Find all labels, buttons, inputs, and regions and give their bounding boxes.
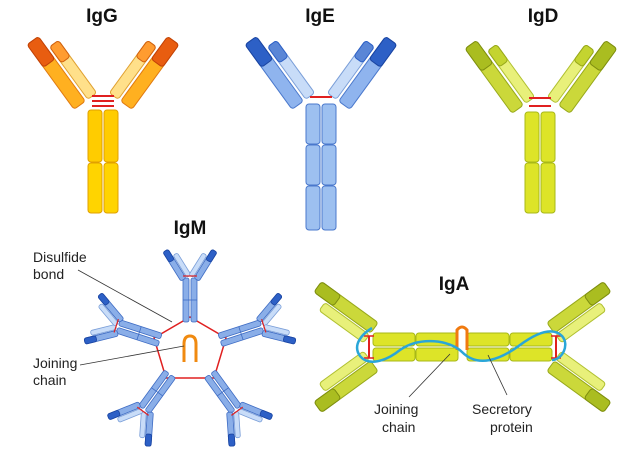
igd-left-arm (465, 41, 535, 113)
iga-title: IgA (439, 274, 470, 295)
secretory-label-line2: protein (490, 419, 533, 435)
iga-left-monomer (314, 282, 459, 412)
ige-left-arm (245, 37, 315, 109)
iga-secretory-protein (355, 326, 567, 363)
igd-title: IgD (528, 6, 559, 27)
igm-labels: Disulfide bond Joining chain (33, 249, 185, 388)
igd-right-arm (547, 41, 617, 113)
igm-monomer-5 (78, 290, 169, 367)
igd-disulfide-bonds (529, 97, 551, 107)
igg-right-arm (109, 37, 179, 109)
iga-joining-label-line2: chain (382, 419, 415, 435)
ige-title: IgE (305, 6, 335, 27)
disulfide-leader-line (77, 269, 173, 323)
igd-antibody: IgD (465, 6, 617, 214)
igm-joining-leader-line (79, 345, 185, 366)
igg-title: IgG (86, 6, 118, 27)
igm-monomer-2 (211, 290, 302, 367)
disulfide-label-line1: Disulfide (33, 249, 87, 265)
iga-labels: Joining chain Secretory protein (374, 353, 533, 435)
ige-antibody: IgE (245, 6, 397, 231)
secretory-label-line1: Secretory (472, 401, 532, 417)
igg-disulfide-bonds (92, 95, 114, 107)
igm-joining-label-line1: Joining (33, 355, 77, 371)
disulfide-label-line2: bond (33, 266, 64, 282)
igm-joining-chain (182, 334, 198, 362)
igg-left-arm (27, 37, 97, 109)
iga-joining-leader-line (408, 353, 451, 398)
igm-monomer-4 (102, 357, 193, 452)
igg-stem (87, 109, 119, 214)
ige-right-arm (327, 37, 397, 109)
igm-monomer-3 (187, 357, 278, 452)
secretory-leader-line (487, 354, 508, 396)
iga-right-monomer (466, 282, 611, 412)
igm-joining-label-line2: chain (33, 372, 66, 388)
igg-antibody: IgG (27, 6, 179, 214)
ige-stem (305, 103, 337, 231)
iga-joining-chain (455, 325, 469, 350)
igm-disulfide-ring (153, 316, 227, 379)
igm-antibody: IgM (78, 218, 302, 452)
iga-joining-label-line1: Joining (374, 401, 418, 417)
igm-monomer-1 (162, 245, 218, 323)
igm-title: IgM (174, 218, 207, 239)
iga-antibody: IgA (314, 274, 611, 412)
igd-stem (524, 111, 556, 214)
